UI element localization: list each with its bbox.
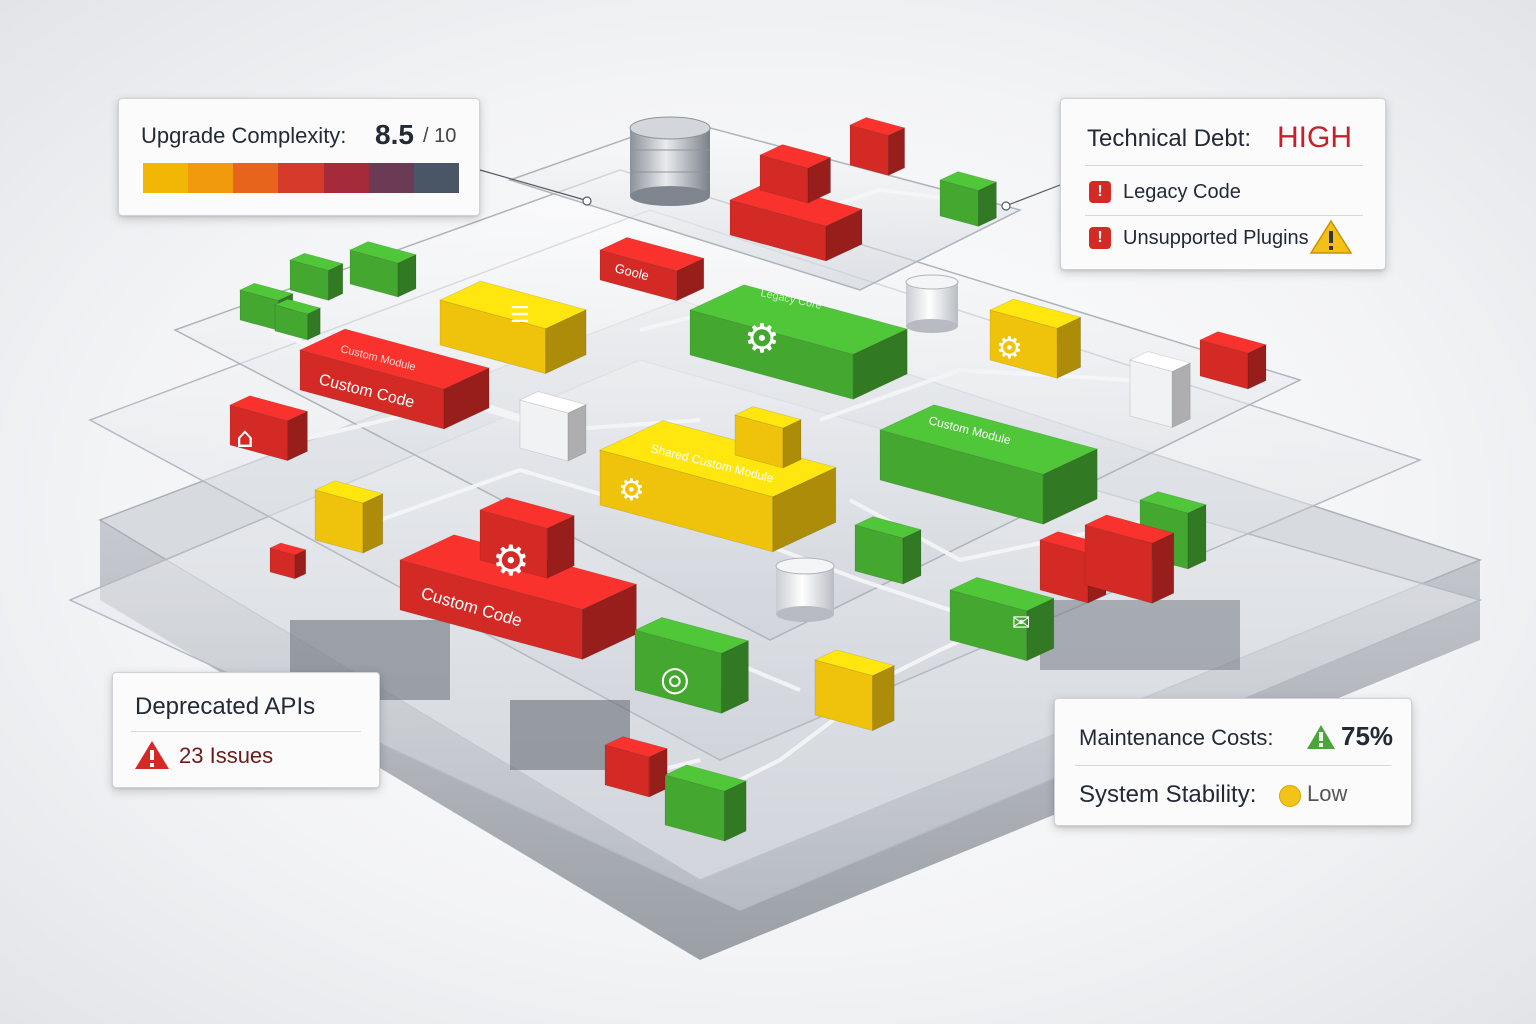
gradient-segment — [143, 163, 189, 193]
debt-item-legacy-code: Legacy Code — [1123, 181, 1241, 203]
complexity-gradient-bar — [143, 163, 460, 193]
gradient-segment — [188, 163, 234, 193]
technical-debt-level: HIGH — [1277, 121, 1352, 154]
custom-module-block — [878, 404, 1099, 525]
system-stability-label: System Stability: — [1079, 781, 1257, 808]
cylinder-block — [848, 117, 906, 177]
error-icon: ! — [1089, 227, 1111, 249]
google-block — [598, 236, 705, 302]
home-icon: ⌂ — [236, 421, 254, 454]
technical-debt-label: Technical Debt: — [1087, 125, 1252, 152]
database-top-icon — [629, 116, 711, 206]
small-red-block — [268, 542, 307, 580]
green-block — [348, 241, 418, 298]
custom-code-block — [398, 534, 638, 661]
white-block — [1128, 351, 1192, 429]
menu-icon: ☰ — [510, 303, 530, 328]
mail-block — [948, 576, 1055, 662]
compass-block — [633, 616, 750, 715]
core-block — [758, 144, 832, 204]
deprecated-apis-issues: 23 Issues — [179, 743, 274, 768]
gear-icon: ⚙ — [996, 331, 1023, 366]
database-white-icon — [775, 557, 835, 622]
upgrade-complexity-card: Upgrade Complexity: 8.5 / 10 — [118, 98, 480, 216]
gear-icon: ⚙ — [618, 473, 645, 508]
error-icon: ! — [1089, 181, 1111, 203]
core-block — [728, 182, 864, 262]
deprecated-apis-title: Deprecated APIs — [135, 693, 316, 720]
deprecated-apis-card: Deprecated APIs 23 Issues — [112, 672, 380, 788]
module-block — [688, 284, 909, 400]
module-block — [438, 280, 588, 375]
yellow-block — [733, 406, 803, 469]
warning-icon — [135, 741, 169, 769]
upgrade-complexity-label: Upgrade Complexity: — [141, 123, 347, 148]
green-block — [288, 252, 344, 302]
upgrade-complexity-scale: / 10 — [423, 125, 457, 147]
green-block — [273, 298, 322, 341]
green-block — [853, 516, 923, 585]
database-white-icon — [905, 274, 959, 333]
maintenance-card: Maintenance Costs: 75% System Stability:… — [1054, 698, 1412, 826]
gear-block — [478, 496, 576, 579]
home-block — [228, 395, 309, 462]
gear-block — [988, 298, 1082, 379]
gradient-segment — [278, 163, 325, 193]
gradient-segment — [233, 163, 279, 193]
debt-item-unsupported-plugins: Unsupported Plugins — [1123, 227, 1309, 249]
yellow-block — [313, 480, 384, 554]
yellow-block — [813, 649, 896, 732]
red-block — [1198, 331, 1268, 390]
maintenance-costs-value: 75% — [1341, 721, 1394, 751]
green-block — [938, 171, 998, 228]
server-rack — [1040, 600, 1240, 670]
warning-icon — [1309, 219, 1353, 254]
green-block — [663, 764, 748, 842]
white-block — [518, 391, 588, 462]
gradient-segment — [323, 163, 370, 193]
gear-icon: ⚙ — [744, 316, 780, 362]
module-blocks: ⚙ ⚙ ⚙ ⚙ ⌂ ✉ ◎ ☰ — [228, 117, 1268, 842]
compass-icon: ◎ — [660, 659, 690, 699]
mail-icon: ✉ — [1012, 611, 1030, 636]
yellow-dot-icon — [1279, 785, 1301, 807]
warning-icon — [1307, 725, 1335, 749]
red-block — [603, 736, 669, 798]
upgrade-complexity-score: 8.5 — [375, 119, 414, 150]
shared-module-block — [598, 420, 837, 553]
gradient-segment — [413, 163, 460, 193]
gear-icon: ⚙ — [492, 536, 530, 585]
technical-debt-card: Technical Debt: HIGH ! Legacy Code ! Uns… — [1060, 98, 1386, 270]
custom-code-block — [298, 328, 491, 430]
gradient-segment — [368, 163, 415, 193]
callout-lines — [479, 169, 1061, 211]
maintenance-costs-label: Maintenance Costs: — [1079, 725, 1274, 750]
system-stability-value: Low — [1307, 781, 1348, 806]
red-block — [1083, 514, 1175, 604]
